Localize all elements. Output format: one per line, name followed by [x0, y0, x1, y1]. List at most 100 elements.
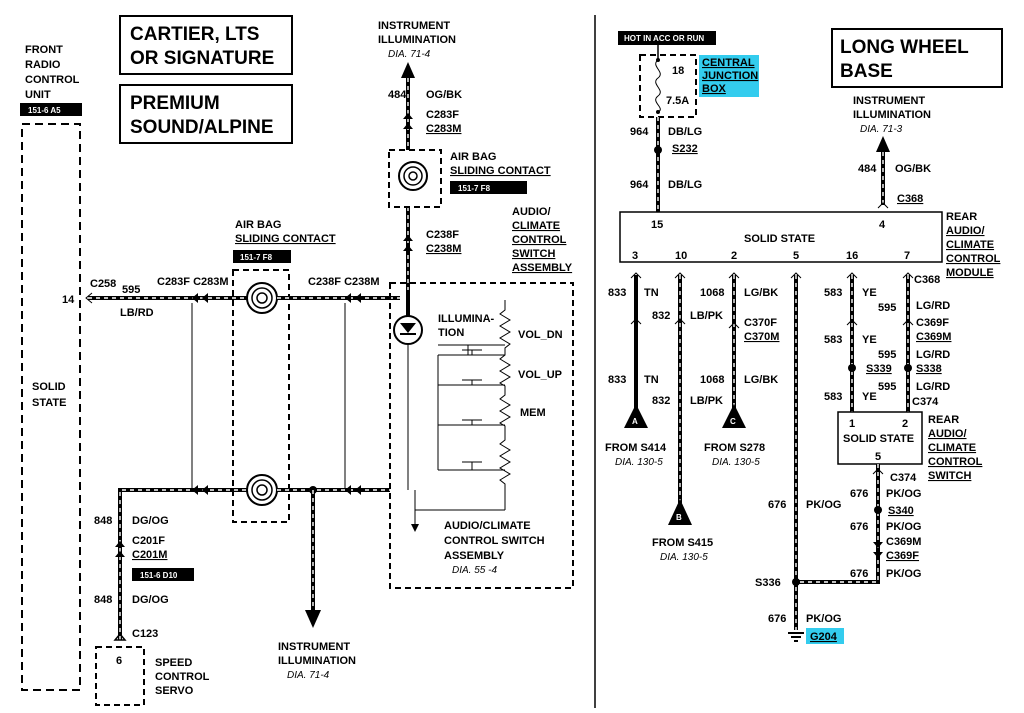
wire-848: 848 DG/OG C201F C201M 151-6 D10 848 DG/O… — [94, 485, 390, 641]
conn-b: B — [676, 513, 682, 522]
circuit-964-a: 964 — [630, 126, 649, 138]
airbag-sliding-contact-top: AIR BAG SLIDING CONTACT 151-7 F8 — [388, 149, 551, 208]
module-state-line2: STATE — [32, 397, 66, 409]
audio-label-4: SWITCH — [512, 248, 555, 260]
instr-bottom-dia: DIA. 71-4 — [287, 670, 330, 681]
title-premium-line1: PREMIUM — [130, 93, 220, 114]
instr-top-dia: DIA. 71-4 — [388, 49, 431, 60]
rear-switch-1: REAR — [928, 414, 959, 426]
circuit-583-b: 583 — [824, 334, 842, 346]
airbag-mid-ref: 151-7 F8 — [240, 253, 273, 262]
rear-switch-2: AUDIO/ — [928, 428, 967, 440]
central-junction-box: 18 7.5A CENTRAL JUNCTION BOX — [639, 45, 759, 118]
asm-dia: DIA. 55 -4 — [452, 565, 497, 576]
circuit-1068-b: 1068 — [700, 374, 724, 386]
circuit-595-right-a: 595 — [878, 302, 896, 314]
dia-s414: DIA. 130-5 — [615, 457, 663, 468]
circuit-676-c: 676 — [850, 488, 868, 500]
conn-c283m: C283M — [426, 123, 461, 135]
instr-right-1: INSTRUMENT — [853, 95, 925, 107]
color-ye-c: YE — [862, 391, 877, 403]
rear-module-2: AUDIO/ — [946, 225, 985, 237]
module-name-line4: UNIT — [25, 89, 51, 101]
module-pin-15: 15 — [651, 219, 663, 231]
circuit-833-a: 833 — [608, 287, 626, 299]
circuit-964-b: 964 — [630, 179, 649, 191]
instrument-illumination-bottom: INSTRUMENT ILLUMINATION DIA. 71-4 — [278, 490, 356, 681]
color-tn-a: TN — [644, 287, 659, 299]
airbag-top-line2: SLIDING CONTACT — [450, 165, 551, 177]
wire-833: 833 TN 833 TN A FROM S414 DIA. 130-5 — [605, 272, 667, 468]
instr-right-dia: DIA. 71-3 — [860, 124, 903, 135]
audio-label-3: CONTROL — [512, 234, 567, 246]
title-premium-line2: SOUND/ALPINE — [130, 117, 274, 138]
wire-832: 832 LB/PK 832 LB/PK B FROM S415 DIA. 130… — [652, 272, 723, 563]
conn-a: A — [632, 417, 638, 426]
instr-bottom-2: ILLUMINATION — [278, 655, 356, 667]
rear-switch-5: SWITCH — [928, 470, 971, 482]
rear-module-3: CLIMATE — [946, 239, 994, 251]
conn-c374-bottom: C374 — [890, 472, 917, 484]
module-pin-5: 5 — [793, 250, 799, 262]
title-long-wheel-base: LONG WHEEL BASE — [831, 28, 1003, 88]
wire-583: 583 YE 583 YE S339 583 YE — [824, 272, 892, 412]
servo-label-3: SERVO — [155, 685, 194, 697]
pin-14: 14 — [62, 294, 75, 306]
color-dblg-a: DB/LG — [668, 126, 702, 138]
switch-mem: MEM — [520, 407, 546, 419]
color-pkog-d: PK/OG — [886, 521, 921, 533]
instr-right-2: ILLUMINATION — [853, 109, 931, 121]
asm-label-1: AUDIO/CLIMATE — [444, 520, 531, 532]
color-lgbk-a: LG/BK — [744, 287, 778, 299]
fuse-number: 18 — [672, 65, 684, 77]
wire-484-left: 484 OG/BK C283F C283M C238F C238M — [388, 78, 462, 290]
title-premium: PREMIUM SOUND/ALPINE — [119, 84, 293, 144]
instrument-illumination-top: INSTRUMENT ILLUMINATION DIA. 71-4 — [378, 20, 456, 78]
circuit-676-b: 676 — [768, 613, 786, 625]
conn-c283f: C283F — [426, 109, 459, 121]
circuit-595-right-b: 595 — [878, 349, 896, 361]
hot-in-acc-tag: HOT IN ACC OR RUN — [618, 31, 716, 45]
wire-676-switch: C374 676 PK/OG S340 676 PK/OG C369M C369… — [796, 464, 921, 584]
rear-switch-3: CLIMATE — [928, 442, 976, 454]
module-pin-10: 10 — [675, 250, 687, 262]
color-ogbk: OG/BK — [426, 89, 462, 101]
asm-label-3: ASSEMBLY — [444, 550, 505, 562]
circuit-595: 595 — [122, 284, 140, 296]
conn-c: C — [730, 417, 736, 426]
circuit-676-a: 676 — [768, 499, 786, 511]
instrument-illumination-right: INSTRUMENT ILLUMINATION DIA. 71-3 484 OG… — [853, 95, 931, 209]
color-ye-b: YE — [862, 334, 877, 346]
servo-label-1: SPEED — [155, 657, 192, 669]
instr-top-line1: INSTRUMENT — [378, 20, 450, 32]
conn-c370m: C370M — [744, 331, 779, 343]
ground-g204: G204 — [810, 631, 838, 643]
airbag-top-line1: AIR BAG — [450, 151, 496, 163]
switch-pin-2: 2 — [902, 418, 908, 430]
illumination-line1: ILLUMINA- — [438, 313, 495, 325]
instr-top-line2: ILLUMINATION — [378, 34, 456, 46]
from-s414: FROM S414 — [605, 442, 667, 454]
color-dgog-b: DG/OG — [132, 594, 169, 606]
servo-pin-6: 6 — [116, 655, 122, 667]
color-dblg-b: DB/LG — [668, 179, 702, 191]
module-pin-4: 4 — [879, 219, 886, 231]
color-pkog-e: PK/OG — [886, 568, 921, 580]
conn-c369f: C369F — [916, 317, 949, 329]
conn-c123: C123 — [132, 628, 158, 640]
conn-c369m: C369M — [916, 331, 951, 343]
module-pin-3: 3 — [632, 250, 638, 262]
module-name-line2: RADIO — [25, 59, 61, 71]
color-lgrd-a: LG/RD — [916, 300, 950, 312]
rear-module-1: REAR — [946, 211, 977, 223]
module-pin-2: 2 — [731, 250, 737, 262]
audio-label-2: CLIMATE — [512, 220, 560, 232]
color-ye-a: YE — [862, 287, 877, 299]
asm-label-2: CONTROL SWITCH — [444, 535, 545, 547]
circuit-848-b: 848 — [94, 594, 112, 606]
audio-label-5: ASSEMBLY — [512, 262, 573, 274]
module-state-line1: SOLID — [32, 381, 66, 393]
conn-c201m: C201M — [132, 549, 167, 561]
color-pkog-b: PK/OG — [806, 613, 841, 625]
